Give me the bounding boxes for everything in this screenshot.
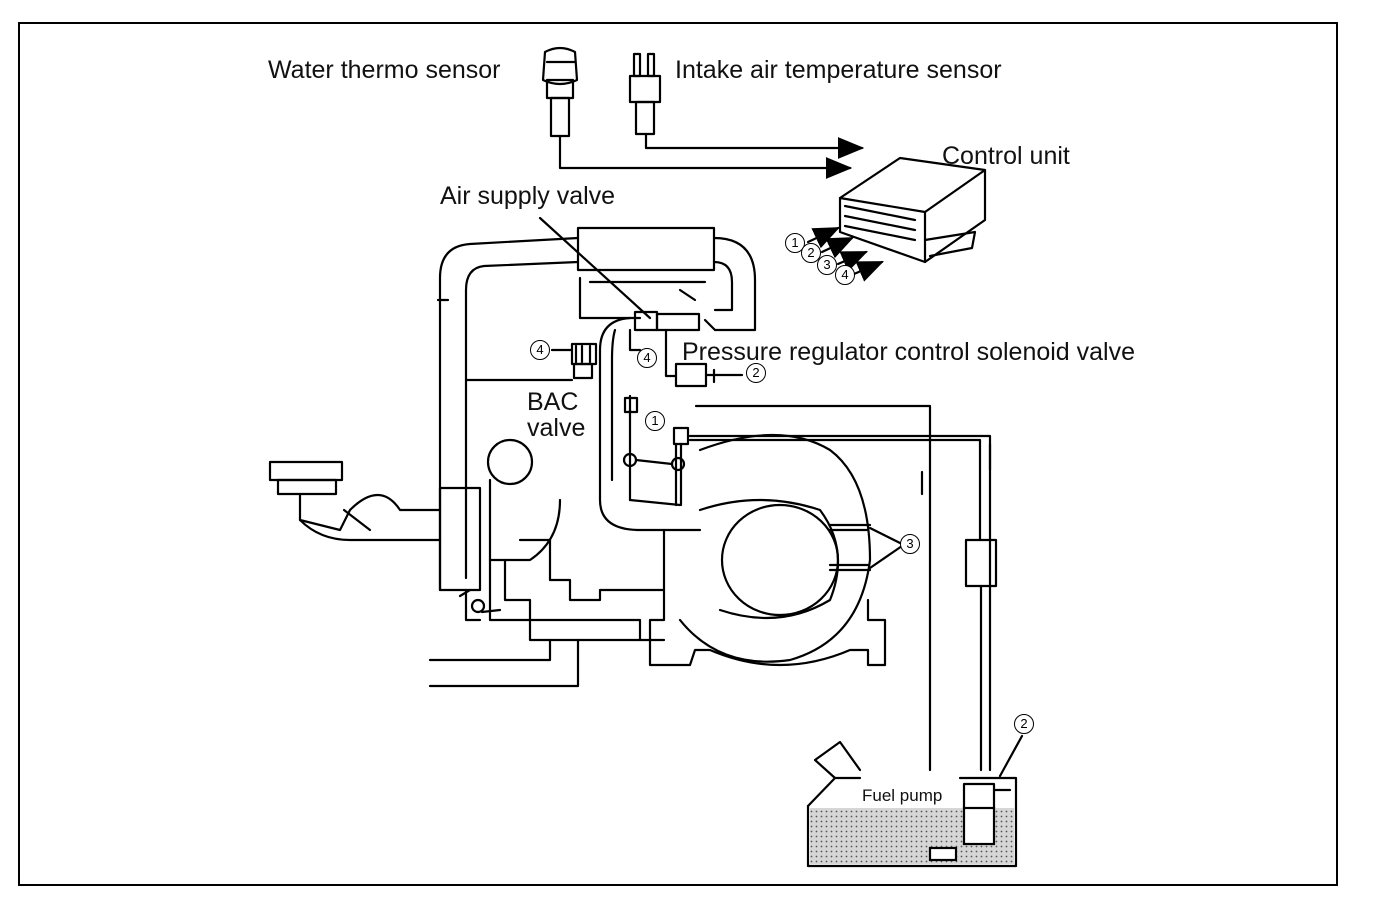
bac-valve-label-line1: BAC xyxy=(527,388,579,416)
intake-hose xyxy=(598,316,702,532)
callout-2-solenoid: 2 xyxy=(746,363,766,383)
control-unit-icon xyxy=(838,156,987,264)
turbocharger-icon xyxy=(268,438,666,642)
callout-3-spark-plugs: 3 xyxy=(900,534,920,554)
callout-1-injector: 1 xyxy=(645,411,665,431)
air-supply-valve-label: Air supply valve xyxy=(440,182,616,210)
callout-1-control-unit: 1 xyxy=(785,233,805,253)
water-thermo-sensor-icon xyxy=(541,46,579,138)
water-thermo-sensor-label: Water thermo sensor xyxy=(268,56,501,84)
air-supply-valve-leader xyxy=(538,216,652,320)
pressure-regulator-solenoid-icon xyxy=(664,328,744,388)
bac-valve-label-line2: valve xyxy=(527,414,586,442)
air-supply-valve-icon xyxy=(633,288,717,332)
rotary-engine-icon xyxy=(648,433,887,667)
pressure-regulator-solenoid-label: Pressure regulator control solenoid valv… xyxy=(682,338,1136,366)
fuel-pump-label: Fuel pump xyxy=(862,786,943,805)
callout-3-control-unit: 3 xyxy=(817,255,837,275)
water-sensor-signal-line xyxy=(558,134,853,179)
callout-2-fuel-pump: 2 xyxy=(1014,714,1034,734)
fuel-filter-icon xyxy=(964,538,998,588)
intake-air-temperature-sensor-icon xyxy=(628,52,662,136)
diagram-frame xyxy=(18,22,1338,886)
injector-assembly xyxy=(622,408,690,507)
callout-2-control-unit: 2 xyxy=(801,243,821,263)
fuel-tank-icon xyxy=(806,740,1018,868)
intake-sensor-signal-line xyxy=(644,132,865,159)
intake-air-duct xyxy=(436,226,757,592)
callout-4-air-supply: 4 xyxy=(637,348,657,368)
intake-air-temperature-sensor-label: Intake air temperature sensor xyxy=(675,56,1002,84)
bac-valve-icon xyxy=(570,342,598,380)
control-unit-label: Control unit xyxy=(942,142,1070,170)
callout-4-bac-valve: 4 xyxy=(530,340,550,360)
callout-4-control-unit: 4 xyxy=(835,265,855,285)
